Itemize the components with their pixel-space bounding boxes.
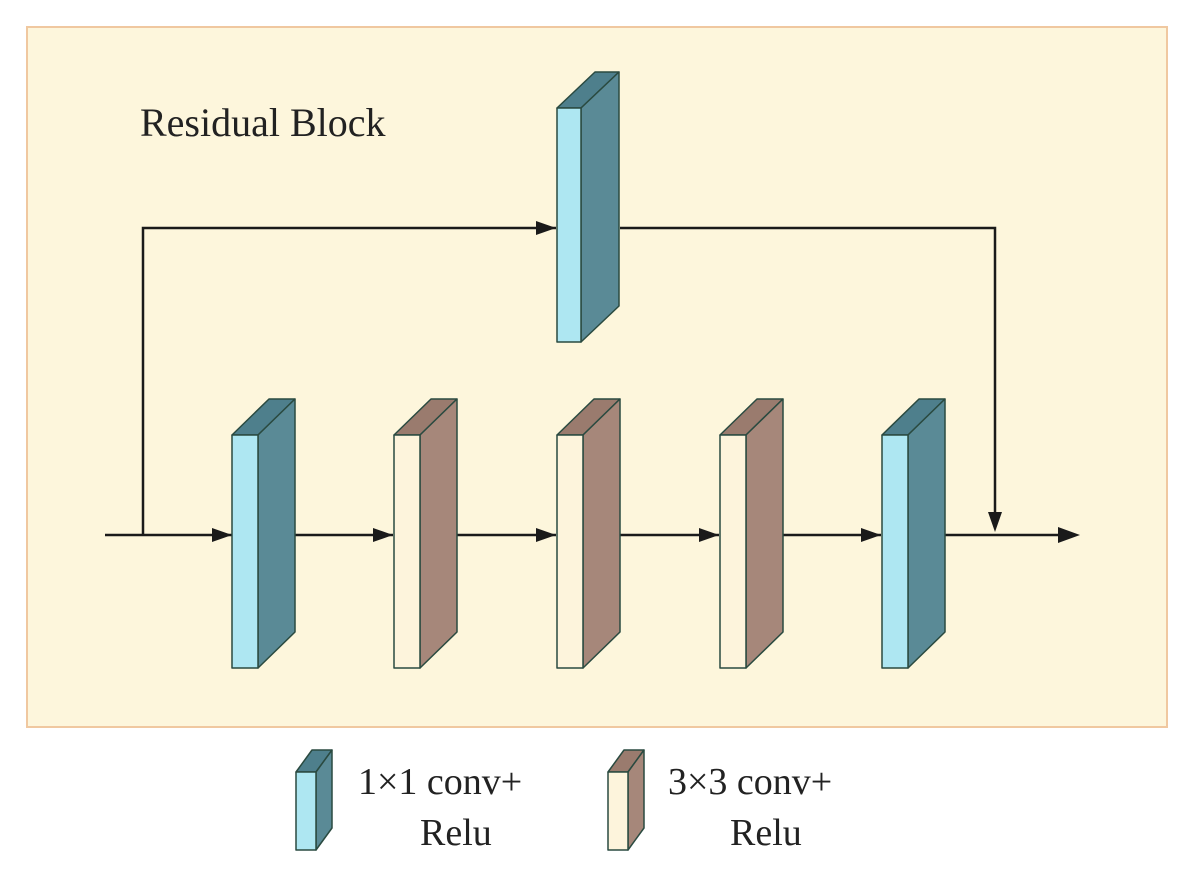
legend-swatch-conv1x1-shape-front-face bbox=[295, 771, 317, 851]
block-main-3 bbox=[556, 398, 621, 669]
legend-label-conv3x3-line1: 3×3 conv+ bbox=[668, 761, 832, 803]
skip-path-in bbox=[141, 226, 556, 535]
skip-path-out bbox=[620, 226, 997, 520]
legend-swatch-conv1x1 bbox=[295, 749, 333, 851]
legend-swatch-conv1x1-shape bbox=[295, 749, 333, 851]
legend-swatch-conv3x3-shape bbox=[607, 749, 645, 851]
conv-blocks bbox=[231, 71, 946, 669]
block-main-3-front-face bbox=[556, 434, 584, 669]
block-main-4-front-face bbox=[719, 434, 747, 669]
block-main-1-front-face bbox=[231, 434, 259, 669]
arrow-into-main-2 bbox=[373, 528, 393, 542]
block-shortcut-front-face bbox=[556, 107, 582, 343]
block-shortcut bbox=[556, 71, 620, 343]
arrow-merge-down bbox=[988, 512, 1002, 532]
diagram-title: Residual Block bbox=[140, 100, 386, 145]
block-main-1-side-face bbox=[257, 398, 296, 669]
block-main-2-front-face bbox=[393, 434, 421, 669]
arrow-into-main-4 bbox=[699, 528, 719, 542]
block-main-5-side-face bbox=[907, 398, 946, 669]
legend-swatch-conv3x3 bbox=[607, 749, 645, 851]
legend: 1×1 conv+ Relu 3×3 conv+ Relu bbox=[295, 749, 832, 854]
block-main-4 bbox=[719, 398, 784, 669]
block-main-1 bbox=[231, 398, 296, 669]
legend-swatch-conv3x3-shape-front-face bbox=[607, 771, 629, 851]
legend-label-conv3x3-line2: Relu bbox=[730, 812, 802, 854]
block-main-4-side-face bbox=[745, 398, 784, 669]
arrow-into-main-5 bbox=[861, 528, 881, 542]
arrow-into-main-3 bbox=[536, 528, 556, 542]
block-main-5 bbox=[881, 398, 946, 669]
arrow-into-shortcut bbox=[536, 221, 556, 235]
connectors bbox=[105, 221, 1080, 543]
arrow-into-main-1 bbox=[212, 528, 232, 542]
legend-label-conv1x1-line1: 1×1 conv+ bbox=[358, 761, 522, 803]
block-main-3-side-face bbox=[582, 398, 621, 669]
legend-label-conv1x1-line2: Relu bbox=[420, 812, 492, 854]
block-shortcut-side-face bbox=[580, 71, 620, 343]
output-arrow bbox=[1058, 527, 1080, 543]
block-main-5-front-face bbox=[881, 434, 909, 669]
block-main-2 bbox=[393, 398, 458, 669]
block-main-2-side-face bbox=[419, 398, 458, 669]
